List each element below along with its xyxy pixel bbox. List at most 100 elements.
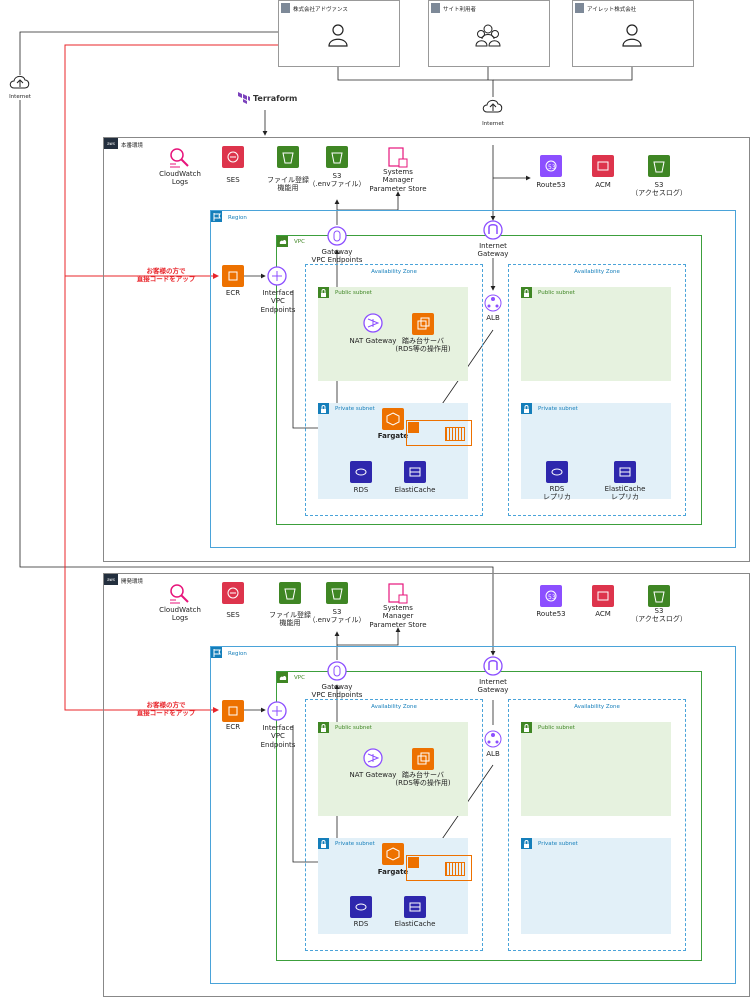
region-box: Region <box>210 646 736 984</box>
public-subnet: Public subnet <box>521 287 671 381</box>
rds-icon <box>350 461 372 483</box>
user-label: 株式会社アドヴァンス <box>293 7 348 13</box>
building-icon <box>281 3 290 13</box>
user-icon <box>328 24 348 47</box>
task-icon <box>408 857 419 868</box>
route53-label: Route53 <box>536 610 566 618</box>
text: S3 <box>332 608 342 616</box>
s3-bucket-icon <box>277 146 299 168</box>
s3-bucket-icon <box>648 155 670 177</box>
upload-note: お客様の方で直接コードをアップ <box>118 701 214 718</box>
acm-label: ACM <box>595 181 611 189</box>
note-line: 直接コードをアップ <box>136 708 196 717</box>
route53-icon: 53 <box>540 585 562 607</box>
text: （アクセスログ） <box>631 189 687 198</box>
vpc-cloud-icon <box>277 672 288 683</box>
user-label: サイト利用者 <box>443 7 477 13</box>
text: Endpoints <box>260 740 296 749</box>
users-icon <box>475 24 501 47</box>
text: VPC <box>271 297 285 306</box>
vpc-label: VPC <box>294 239 305 245</box>
nat-gateway-icon <box>363 313 383 333</box>
text: 踏み台サーバ <box>402 337 444 345</box>
acm-label: ACM <box>595 610 611 618</box>
terraform-label: Terraform <box>253 93 298 103</box>
text: レプリカ <box>611 493 639 502</box>
text: VPC <box>271 732 285 741</box>
elasticache-label: ElastiCache <box>394 920 436 928</box>
lock-icon <box>521 287 532 298</box>
text: ElastiCache <box>604 485 646 493</box>
upload-note: お客様の方で直接コードをアップ <box>118 267 214 284</box>
lock-icon <box>318 838 329 849</box>
text: （.envファイル） <box>308 180 366 189</box>
subnet-label: Public subnet <box>335 290 372 296</box>
s3-bucket-icon <box>648 585 670 607</box>
text: VPC Endpoints <box>311 256 363 265</box>
route53-icon: 53 <box>540 155 562 177</box>
internet-label: Internet <box>482 121 504 127</box>
building-icon <box>431 3 440 13</box>
lock-icon <box>521 722 532 733</box>
subnet-label: Public subnet <box>335 725 372 731</box>
text: Interface <box>262 289 294 297</box>
region-box: Region <box>210 210 736 548</box>
note-line: お客様の方で <box>146 701 186 709</box>
elasticache-icon <box>404 461 426 483</box>
nat-gateway-icon <box>363 748 383 768</box>
text: VPC Endpoints <box>311 691 363 700</box>
rds-icon <box>350 896 372 918</box>
region-label: Region <box>228 215 247 221</box>
interface-endpoint-icon <box>267 701 287 721</box>
text: Systems <box>383 604 413 612</box>
s3-bucket-icon <box>326 146 348 168</box>
text: 踏み台サーバ <box>402 771 444 779</box>
cloudwatch-logs-icon <box>170 148 189 168</box>
text: S3 <box>654 181 664 189</box>
alb-icon <box>484 294 502 312</box>
interface-endpoint-icon <box>267 266 287 286</box>
text: 機能用 <box>279 619 301 628</box>
aws-icon: aws <box>104 574 118 585</box>
subnet-label: Private subnet <box>538 841 578 847</box>
subnet-label: Private subnet <box>335 406 375 412</box>
user-box-site: サイト利用者 <box>428 0 550 67</box>
env-title: 開発環境 <box>121 579 144 585</box>
lock-icon <box>318 403 329 414</box>
fargate-icon <box>382 843 404 865</box>
fargate-icon <box>382 408 404 430</box>
ecr-icon <box>222 265 244 287</box>
s3-bucket-icon <box>326 582 348 604</box>
text: S3 <box>654 607 664 615</box>
cloudwatch-logs-icon <box>170 584 189 604</box>
region-flag-icon <box>211 647 222 658</box>
acm-icon <box>592 585 614 607</box>
private-subnet: Private subnet <box>521 403 671 499</box>
ses-label: SES <box>226 176 240 184</box>
container-icon <box>445 427 465 441</box>
bastion-label: 踏み台サーバ(RDS等の操作用) <box>393 771 453 788</box>
user-box-advance: 株式会社アドヴァンス <box>278 0 400 67</box>
text: Logs <box>171 614 189 623</box>
text: Parameter Store <box>369 184 427 193</box>
ecr-icon <box>222 700 244 722</box>
text: Manager <box>382 612 414 621</box>
note-line: 直接コードをアップ <box>136 274 196 283</box>
fargate-task-box <box>406 855 472 881</box>
route53-label: Route53 <box>536 181 566 189</box>
rds-label: RDS <box>353 486 369 494</box>
bastion-label: 踏み台サーバ(RDS等の操作用) <box>393 337 453 354</box>
text: （.envファイル） <box>308 616 366 625</box>
user-label: アイレット株式会社 <box>587 7 637 13</box>
internet-gateway-icon <box>483 656 503 676</box>
subnet-label: Private subnet <box>335 841 375 847</box>
fargate-task-box <box>406 420 472 446</box>
text: Gateway <box>477 250 509 259</box>
text: Gateway <box>477 686 509 695</box>
text: ファイル登録 <box>267 176 309 184</box>
